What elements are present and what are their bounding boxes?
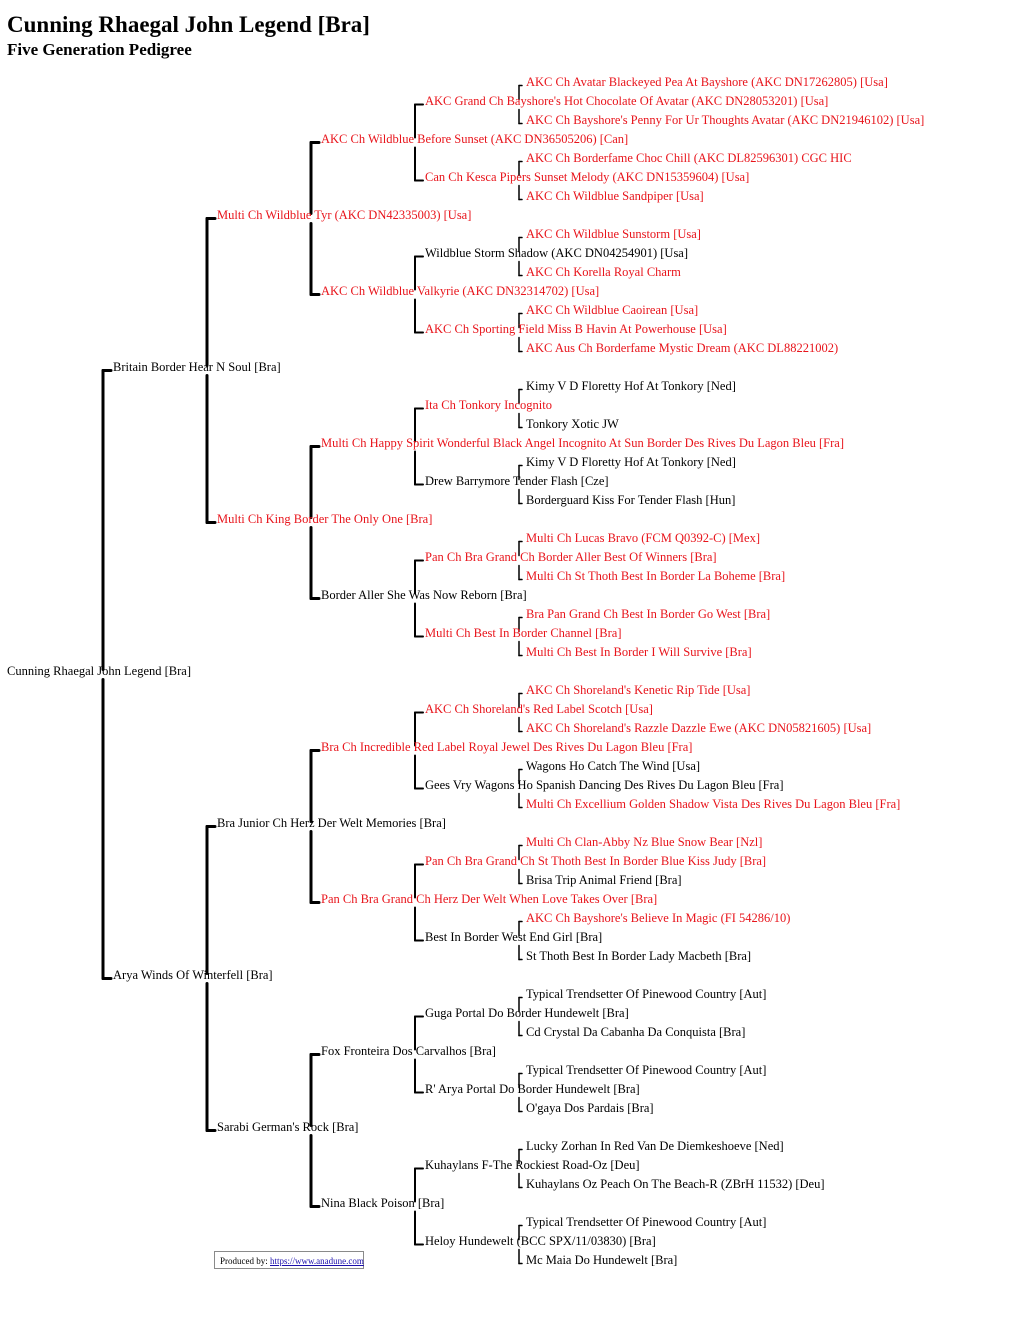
pedigree-entry-gen5: AKC Ch Wildblue Sunstorm [Usa] [526, 226, 701, 241]
pedigree-entry-gen5: Lucky Zorhan In Red Van De Diemkeshoeve … [526, 1138, 784, 1153]
pedigree-entry-gen5: Typical Trendsetter Of Pinewood Country … [526, 986, 767, 1001]
pedigree-entry-gen5: AKC Ch Avatar Blackeyed Pea At Bayshore … [526, 74, 888, 89]
pedigree-entry-gen5: AKC Aus Ch Borderfame Mystic Dream (AKC … [526, 340, 839, 355]
pedigree-entry-gen5: Multi Ch Clan-Abby Nz Blue Snow Bear [Nz… [526, 834, 763, 849]
pedigree-entry-gen4: AKC Grand Ch Bayshore's Hot Chocolate Of… [425, 93, 829, 108]
pedigree-entry-gen5: Multi Ch Excellium Golden Shadow Vista D… [526, 796, 901, 811]
pedigree-entry-gen3: AKC Ch Wildblue Valkyrie (AKC DN32314702… [321, 283, 600, 298]
pedigree-entry-gen3: Fox Fronteira Dos Carvalhos [Bra] [321, 1043, 496, 1058]
pedigree-entry-gen5: St Thoth Best In Border Lady Macbeth [Br… [526, 948, 752, 963]
page-title: Cunning Rhaegal John Legend [Bra] [7, 12, 370, 37]
pedigree-entry-gen4: Can Ch Kesca Pipers Sunset Melody (AKC D… [425, 169, 750, 184]
pedigree-entry-gen2: Multi Ch Wildblue Tyr (AKC DN42335003) [… [217, 207, 472, 222]
pedigree-entry-gen5: Multi Ch Best In Border I Will Survive [… [526, 644, 752, 659]
pedigree-entry-gen5: AKC Ch Shoreland's Kenetic Rip Tide [Usa… [526, 682, 751, 697]
pedigree-entry-gen0: Cunning Rhaegal John Legend [Bra] [7, 663, 191, 678]
pedigree-entry-gen5: Bra Pan Grand Ch Best In Border Go West … [526, 606, 771, 621]
pedigree-entry-gen5: AKC Ch Wildblue Sandpiper [Usa] [526, 188, 704, 203]
pedigree-entry-gen5: Kimy V D Floretty Hof At Tonkory [Ned] [526, 454, 736, 469]
pedigree-entry-gen4: Guga Portal Do Border Hundewelt [Bra] [425, 1005, 629, 1020]
pedigree-entry-gen4: Pan Ch Bra Grand Ch Border Aller Best Of… [425, 549, 717, 564]
pedigree-entry-gen3: Pan Ch Bra Grand Ch Herz Der Welt When L… [321, 891, 658, 906]
pedigree-entry-gen4: Heloy Hundewelt (BCC SPX/11/03830) [Bra] [425, 1233, 656, 1248]
pedigree-entry-gen2: Sarabi German's Rock [Bra] [217, 1119, 359, 1134]
pedigree-entry-gen5: Borderguard Kiss For Tender Flash [Hun] [526, 492, 736, 507]
pedigree-entry-gen5: AKC Ch Borderfame Choc Chill (AKC DL8259… [526, 150, 852, 165]
produced-by-label: Produced by: [220, 1256, 268, 1266]
pedigree-entry-gen1: Britain Border Hear N Soul [Bra] [113, 359, 281, 374]
produced-by-box: Produced by: https://www.anadune.com [214, 1251, 364, 1269]
pedigree-entry-gen3: Multi Ch Happy Spirit Wonderful Black An… [321, 435, 845, 450]
pedigree-entry-gen5: Kuhaylans Oz Peach On The Beach-R (ZBrH … [526, 1176, 825, 1191]
pedigree-entry-gen5: Typical Trendsetter Of Pinewood Country … [526, 1062, 767, 1077]
pedigree-entry-gen5: Typical Trendsetter Of Pinewood Country … [526, 1214, 767, 1229]
pedigree-entry-gen4: R' Arya Portal Do Border Hundewelt [Bra] [425, 1081, 640, 1096]
page-subtitle: Five Generation Pedigree [7, 40, 192, 59]
pedigree-entry-gen4: Gees Vry Wagons Ho Spanish Dancing Des R… [425, 777, 784, 792]
pedigree-entry-gen4: Kuhaylans F-The Rockiest Road-Oz [Deu] [425, 1157, 640, 1172]
produced-by-link[interactable]: https://www.anadune.com [270, 1256, 364, 1266]
pedigree-entry-gen5: AKC Ch Bayshore's Believe In Magic (FI 5… [526, 910, 791, 925]
pedigree-entry-gen4: Ita Ch Tonkory Incognito [425, 397, 553, 412]
pedigree-entry-gen5: AKC Ch Bayshore's Penny For Ur Thoughts … [526, 112, 925, 127]
pedigree-entry-gen5: Tonkory Xotic JW [526, 416, 619, 431]
pedigree-entry-gen2: Multi Ch King Border The Only One [Bra] [217, 511, 433, 526]
pedigree-entry-gen4: Pan Ch Bra Grand Ch St Thoth Best In Bor… [425, 853, 767, 868]
pedigree-entry-gen3: AKC Ch Wildblue Before Sunset (AKC DN365… [321, 131, 629, 146]
pedigree-entry-gen5: Multi Ch Lucas Bravo (FCM Q0392-C) [Mex] [526, 530, 761, 545]
pedigree-entry-gen2: Bra Junior Ch Herz Der Welt Memories [Br… [217, 815, 446, 830]
pedigree-entry-gen5: AKC Ch Korella Royal Charm [526, 264, 681, 279]
pedigree-entry-gen5: Brisa Trip Animal Friend [Bra] [526, 872, 682, 887]
pedigree-entry-gen5: Cd Crystal Da Cabanha Da Conquista [Bra] [526, 1024, 746, 1039]
pedigree-entry-gen4: Multi Ch Best In Border Channel [Bra] [425, 625, 622, 640]
pedigree-entry-gen4: Drew Barrymore Tender Flash [Cze] [425, 473, 609, 488]
pedigree-entry-gen3: Bra Ch Incredible Red Label Royal Jewel … [321, 739, 693, 754]
pedigree-entry-gen4: AKC Ch Shoreland's Red Label Scotch [Usa… [425, 701, 653, 716]
pedigree-entry-gen4: AKC Ch Sporting Field Miss B Havin At Po… [425, 321, 727, 336]
pedigree-entry-gen5: Mc Maia Do Hundewelt [Bra] [526, 1252, 678, 1267]
pedigree-entry-gen5: O'gaya Dos Pardais [Bra] [526, 1100, 654, 1115]
pedigree-entry-gen3: Border Aller She Was Now Reborn [Bra] [321, 587, 527, 602]
pedigree-entry-gen1: Arya Winds Of Winterfell [Bra] [113, 967, 273, 982]
pedigree-entry-gen5: Multi Ch St Thoth Best In Border La Bohe… [526, 568, 786, 583]
pedigree-entry-gen5: AKC Ch Wildblue Caoirean [Usa] [526, 302, 699, 317]
pedigree-entry-gen5: Wagons Ho Catch The Wind [Usa] [526, 758, 701, 773]
pedigree-entry-gen5: Kimy V D Floretty Hof At Tonkory [Ned] [526, 378, 736, 393]
pedigree-entry-gen4: Wildblue Storm Shadow (AKC DN04254901) [… [425, 245, 689, 260]
pedigree-entry-gen3: Nina Black Poison [Bra] [321, 1195, 445, 1210]
pedigree-entry-gen5: AKC Ch Shoreland's Razzle Dazzle Ewe (AK… [526, 720, 872, 735]
pedigree-entry-gen4: Best In Border West End Girl [Bra] [425, 929, 603, 944]
